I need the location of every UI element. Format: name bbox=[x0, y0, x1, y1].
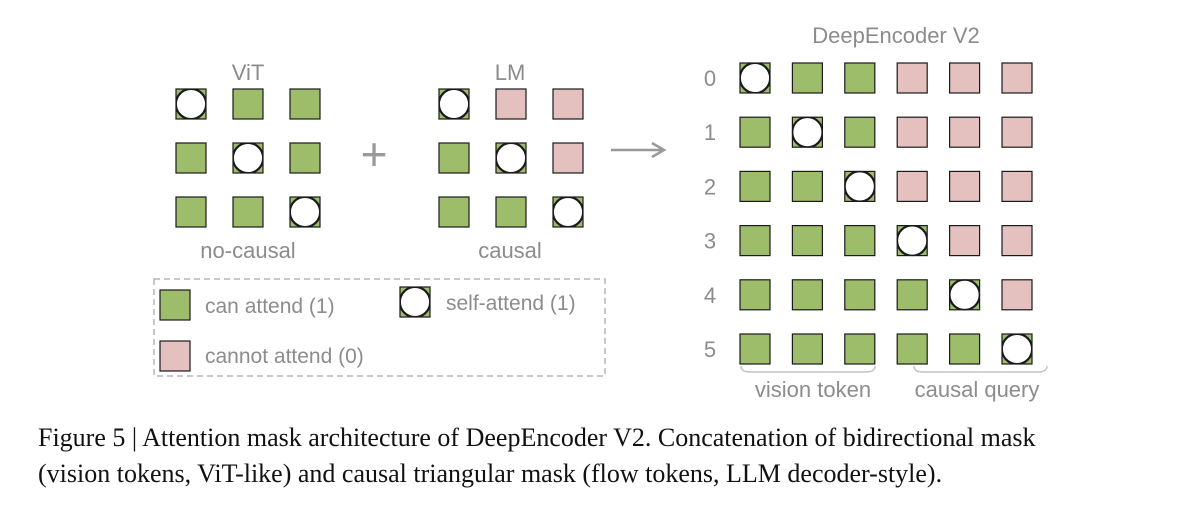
de-cell-0-2-can-attend bbox=[844, 62, 876, 94]
lm-subtitle: causal bbox=[478, 238, 542, 263]
vit-cell-0-1-can-attend bbox=[232, 88, 264, 120]
de-cell-2-3-cannot-attend bbox=[896, 170, 928, 202]
de-cell-4-1-can-attend bbox=[791, 279, 824, 311]
plus-operator: + bbox=[361, 128, 388, 180]
legend-swatch-cannot-attend-icon bbox=[159, 340, 191, 372]
de-cell-1-0-can-attend bbox=[739, 116, 771, 148]
de-cell-3-4-cannot-attend bbox=[948, 225, 981, 257]
legend-can-attend-label: can attend (1) bbox=[205, 295, 335, 318]
figure-caption: Figure 5 | Attention mask architecture o… bbox=[38, 420, 1188, 492]
arrow-icon bbox=[611, 141, 667, 159]
group-label-causal-query: causal query bbox=[915, 377, 1040, 402]
lm-cell-1-2-cannot-attend bbox=[552, 142, 584, 174]
de-cell-2-2-self-attend bbox=[844, 170, 876, 202]
de-cell-1-2-can-attend bbox=[844, 116, 876, 148]
de-cell-0-4-cannot-attend bbox=[948, 62, 981, 94]
legend: can attend (1) self-attend (1) cannot at… bbox=[153, 278, 606, 377]
de-cell-4-3-can-attend bbox=[896, 279, 928, 311]
swatch-self-attend bbox=[399, 286, 431, 318]
vit-cell-1-1-self-attend bbox=[232, 142, 264, 174]
row-label-3: 3 bbox=[704, 229, 716, 254]
de-cell-3-3-self-attend bbox=[896, 225, 928, 257]
lm-cell-2-2-self-attend bbox=[552, 196, 584, 228]
group-bracket-vision bbox=[740, 365, 876, 373]
group-label-vision-token: vision token bbox=[755, 377, 871, 402]
deepencoder-mask-grid bbox=[739, 62, 1033, 365]
deepencoder-block: DeepEncoder V2 0 1 2 3 4 5 vision token causa… bbox=[704, 23, 1048, 402]
de-cell-5-2-can-attend bbox=[844, 333, 876, 365]
de-cell-0-5-cannot-attend bbox=[1001, 62, 1033, 94]
de-cell-1-1-self-attend bbox=[791, 116, 824, 148]
lm-cell-1-1-self-attend bbox=[495, 142, 527, 174]
de-cell-5-5-self-attend bbox=[1001, 333, 1033, 365]
legend-swatch-self-attend-icon bbox=[399, 286, 431, 318]
row-label-4: 4 bbox=[704, 283, 716, 308]
row-label-2: 2 bbox=[704, 174, 716, 199]
de-cell-3-5-cannot-attend bbox=[1001, 225, 1033, 257]
de-cell-1-3-cannot-attend bbox=[896, 116, 928, 148]
vit-cell-0-2-can-attend bbox=[289, 88, 321, 120]
de-cell-3-1-can-attend bbox=[791, 225, 824, 257]
de-cell-2-5-cannot-attend bbox=[1001, 170, 1033, 202]
de-cell-2-0-can-attend bbox=[739, 170, 771, 202]
vit-cell-2-1-can-attend bbox=[232, 196, 264, 228]
de-cell-4-0-can-attend bbox=[739, 279, 771, 311]
lm-title: LM bbox=[495, 60, 526, 85]
lm-cell-1-0-can-attend bbox=[438, 142, 470, 174]
legend-self-attend-label: self-attend (1) bbox=[446, 292, 576, 315]
de-cell-0-3-cannot-attend bbox=[896, 62, 928, 94]
lm-cell-2-1-can-attend bbox=[495, 196, 527, 228]
vit-cell-2-0-can-attend bbox=[175, 196, 207, 228]
vit-title: ViT bbox=[232, 60, 265, 85]
vit-cell-1-2-can-attend bbox=[289, 142, 321, 174]
deepencoder-title: DeepEncoder V2 bbox=[812, 23, 980, 48]
row-label-0: 0 bbox=[704, 66, 716, 91]
swatch-cannot-attend bbox=[159, 340, 191, 372]
vit-cell-0-0-self-attend bbox=[175, 88, 207, 120]
de-cell-1-4-cannot-attend bbox=[948, 116, 981, 148]
de-cell-0-1-can-attend bbox=[791, 62, 824, 94]
caption-line-1: Figure 5 | Attention mask architecture o… bbox=[38, 423, 1036, 452]
row-label-5: 5 bbox=[704, 337, 716, 362]
legend-border bbox=[153, 278, 606, 377]
row-label-1: 1 bbox=[704, 120, 716, 145]
de-cell-2-1-can-attend bbox=[791, 170, 824, 202]
vit-block: ViT no-causal bbox=[175, 60, 321, 263]
vit-subtitle: no-causal bbox=[200, 238, 295, 263]
lm-cell-0-1-cannot-attend bbox=[495, 88, 527, 120]
de-cell-5-1-can-attend bbox=[791, 333, 824, 365]
de-cell-5-0-can-attend bbox=[739, 333, 771, 365]
legend-cannot-attend-label: cannot attend (0) bbox=[205, 345, 364, 368]
lm-cell-0-0-self-attend bbox=[438, 88, 470, 120]
group-bracket-causal bbox=[913, 365, 1048, 373]
deepencoder-row-labels: 0 1 2 3 4 5 bbox=[704, 66, 716, 362]
de-cell-4-4-self-attend bbox=[948, 279, 981, 311]
caption-line-2: (vision tokens, ViT-like) and causal tri… bbox=[38, 459, 943, 488]
legend-swatch-can-attend-icon bbox=[159, 289, 191, 321]
de-cell-1-5-cannot-attend bbox=[1001, 116, 1033, 148]
lm-mask-grid bbox=[438, 88, 584, 228]
lm-cell-0-2-cannot-attend bbox=[552, 88, 584, 120]
lm-block: LM causal bbox=[438, 60, 584, 263]
vit-cell-2-2-self-attend bbox=[289, 196, 321, 228]
swatch-can-attend bbox=[159, 289, 191, 321]
diagram-canvas: ViT no-causal + LM causal can attend (1)… bbox=[153, 23, 1048, 402]
vit-cell-1-0-can-attend bbox=[175, 142, 207, 174]
de-cell-0-0-self-attend bbox=[739, 62, 771, 94]
lm-cell-2-0-can-attend bbox=[438, 196, 470, 228]
de-cell-2-4-cannot-attend bbox=[948, 170, 981, 202]
de-cell-3-0-can-attend bbox=[739, 225, 771, 257]
de-cell-5-3-can-attend bbox=[896, 333, 928, 365]
de-cell-4-5-cannot-attend bbox=[1001, 279, 1033, 311]
de-cell-5-4-can-attend bbox=[948, 333, 981, 365]
vit-mask-grid bbox=[175, 88, 321, 228]
de-cell-4-2-can-attend bbox=[844, 279, 876, 311]
de-cell-3-2-can-attend bbox=[844, 225, 876, 257]
